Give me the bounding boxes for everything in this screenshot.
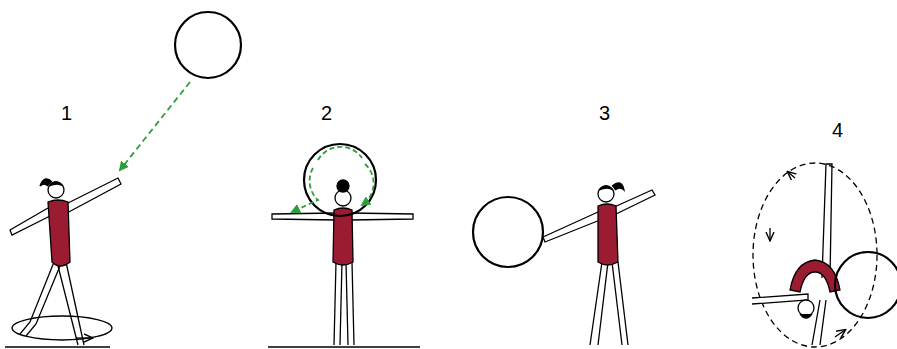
drawing-stroke [10,208,50,235]
callout-number: 3 [599,103,610,123]
drawing-stroke [798,300,814,316]
figure-two [268,144,420,347]
drawing-stroke [822,164,832,278]
drawing-stroke [48,182,64,198]
drawing-stroke [5,346,110,348]
drawing-stroke [268,346,420,348]
drawing-stroke [57,262,84,345]
drawing-stroke [473,197,543,267]
drawing-stroke [753,163,877,347]
drawing-stroke [362,164,374,205]
callout-number: 4 [832,120,843,140]
drawing-stroke [612,190,655,215]
drawing-stroke [835,252,897,318]
drawing-stroke [62,178,121,214]
drawing-stroke [318,147,362,160]
drawing-stroke [20,262,60,336]
drawing-stroke [304,144,376,216]
figure-three [473,183,655,345]
drawing-stroke [48,200,70,266]
drawing-stroke [175,12,241,78]
drawing-stroke [598,204,618,265]
figure-four [752,163,897,347]
drawing-stroke [120,82,190,170]
drawing-stroke [334,262,354,345]
drawing-stroke [292,168,318,212]
drawing-stroke [40,179,52,186]
drawing-stroke [543,212,600,242]
drawing-stroke [612,183,624,190]
drawing-stroke [350,213,413,220]
drawing-stroke [12,316,112,340]
drawing-stroke [788,172,795,178]
drawing-stroke [599,186,613,190]
drawing-stroke [598,186,614,202]
drawing-stroke [800,314,812,318]
figure-one [5,12,241,347]
drawing-stroke [835,330,845,337]
callout-number: 1 [61,103,72,123]
drawing-stroke [769,228,770,240]
drawing-stroke [790,260,840,292]
drawing-stroke [76,337,92,338]
drawing-stroke [590,262,628,345]
drawing-stroke [337,180,349,192]
callout-number: 2 [321,103,332,123]
